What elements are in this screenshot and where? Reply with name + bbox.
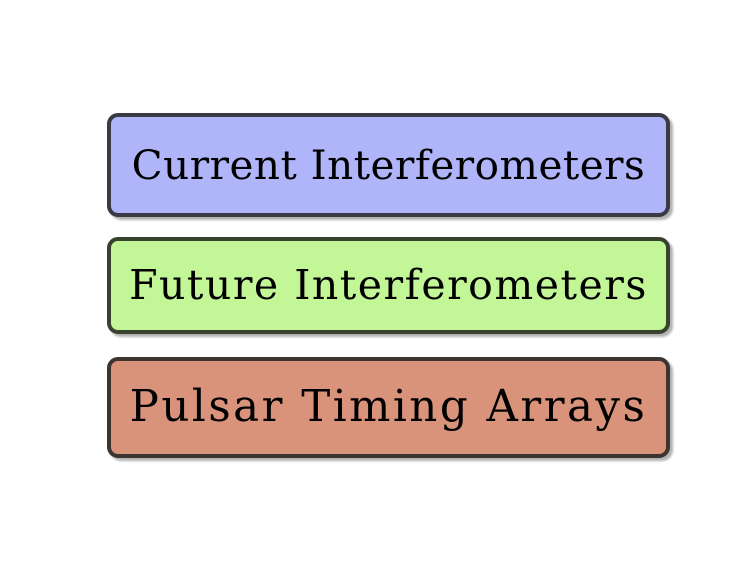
node-label-pulsar-timing-arrays: Pulsar Timing Arrays	[129, 381, 648, 432]
node-label-future-interferometers: Future Interferometers	[129, 261, 648, 309]
node-future-interferometers[interactable]: Future Interferometers	[107, 237, 670, 334]
node-label-current-interferometers: Current Interferometers	[131, 140, 646, 189]
node-current-interferometers[interactable]: Current Interferometers	[107, 113, 670, 217]
node-pulsar-timing-arrays[interactable]: Pulsar Timing Arrays	[107, 357, 670, 458]
